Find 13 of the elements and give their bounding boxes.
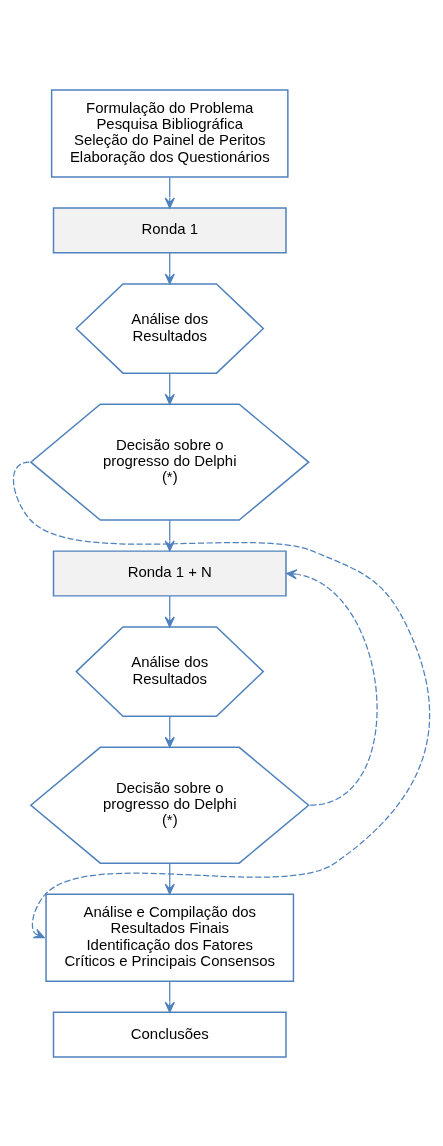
node-box: Formulação do Problema Pesquisa Bibliográfica Seleção do Painel de Peritos Elaboração dos Questionários — [50, 88, 289, 178]
arrow — [164, 715, 175, 748]
node-box: Ronda 1 + N — [52, 549, 287, 597]
arrow — [286, 568, 378, 806]
arrow — [164, 594, 175, 627]
node-box: Ronda 1 — [52, 206, 287, 254]
arrow — [164, 251, 175, 284]
arrow — [164, 862, 175, 895]
arrow — [164, 980, 175, 1013]
node-box: Conclusões — [52, 1011, 287, 1058]
node-box: Análise e Compilação dos Resultados Finais Identificação dos Fatores Críticos e Principais Consensos — [45, 892, 295, 982]
arrow — [164, 372, 175, 405]
arrow — [164, 176, 175, 209]
